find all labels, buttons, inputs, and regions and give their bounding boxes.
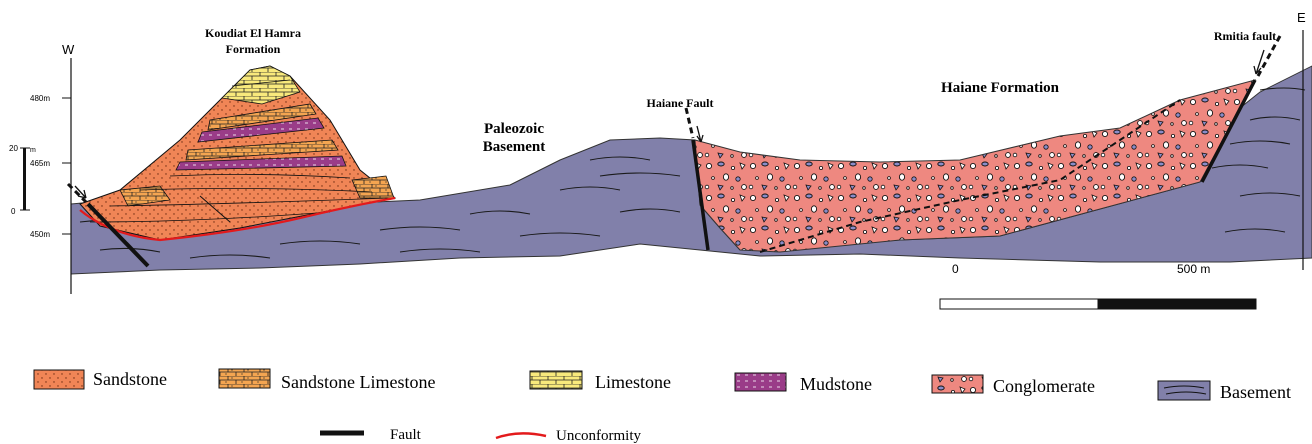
vertical-scale-bar: 20 m 0 [9,144,36,216]
koudiat-label-1: Koudiat El Hamra [205,26,301,40]
elevation-axis: 480m 465m 450m [30,94,71,239]
legend-label-sandstone: Sandstone [93,369,167,389]
legend-item-limestone: Limestone [530,371,671,392]
paleozoic-label-2: Basement [483,139,546,155]
legend: Sandstone Sandstone Limestone Limestone … [34,369,1291,444]
elev-tick-465: 465m [30,159,50,168]
horizontal-scale-bar: 0 500 m [940,262,1256,309]
legend-label-basement: Basement [1220,382,1291,402]
elev-tick-450: 450m [30,230,50,239]
legend-item-basement: Basement [1158,381,1291,402]
east-label: E [1297,10,1306,25]
legend-item-sandstone: Sandstone [34,369,167,389]
paleozoic-label-1: Paleozoic [484,121,544,137]
legend-item-mudstone: Mudstone [735,373,872,394]
haiane-fault-label: Haiane Fault [646,96,713,110]
legend-label-conglomerate: Conglomerate [993,376,1095,396]
legend-item-fault: Fault [320,427,422,443]
h-scale-start: 0 [952,262,959,276]
v-scale-bottom: 0 [11,207,16,216]
haiane-formation-label: Haiane Formation [941,80,1060,96]
legend-item-sandstone-limestone: Sandstone Limestone [219,369,435,392]
west-label: W [62,42,75,57]
legend-item-conglomerate: Conglomerate [932,375,1095,396]
v-scale-top: 20 [9,144,18,153]
legend-item-unconformity: Unconformity [496,428,641,444]
legend-label-unconformity: Unconformity [556,428,641,444]
koudiat-label-2: Formation [226,42,281,56]
v-scale-unit: m [30,147,36,154]
legend-label-sandstone-limestone: Sandstone Limestone [281,372,435,392]
legend-label-mudstone: Mudstone [800,374,872,394]
legend-label-fault: Fault [390,427,422,443]
rmitia-fault-label: Rmitia fault [1214,29,1276,43]
elev-tick-480: 480m [30,94,50,103]
h-scale-end: 500 m [1177,262,1210,276]
legend-label-limestone: Limestone [595,372,671,392]
